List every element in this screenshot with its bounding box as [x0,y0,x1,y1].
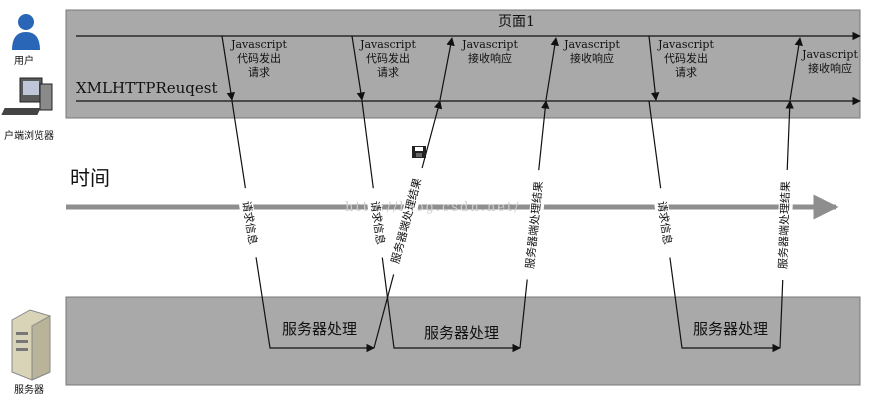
server-process-1: 服务器处理 [282,320,358,338]
server-band [65,296,861,386]
event-3-arrow [439,37,455,101]
browser-label: 户端浏览器 [4,131,54,142]
server-icon [11,309,51,381]
event-2-arrow [351,35,365,101]
request-2-path [361,100,521,353]
page-band [65,9,861,119]
user-icon [12,14,40,50]
event-4-arrow [545,37,559,101]
event-5-arrow [648,35,660,101]
event-1-arrow [221,35,235,101]
page-title: 页面1 [498,14,535,30]
request-1-path [231,100,375,353]
event-6-arrow [789,37,803,101]
server-process-3: 服务器处理 [693,320,769,338]
server-label: 服务器 [14,385,44,396]
user-label: 用户 [14,56,34,67]
computer-icon [1,77,53,115]
time-label: 时间 [70,166,110,190]
watermark: http://blog.csdn.net/ [345,200,521,215]
server-process-2: 服务器处理 [424,324,500,342]
xhr-label: XMLHTTPReuqest [76,79,218,97]
request-3-path [648,100,781,353]
disk-icon [412,146,426,158]
